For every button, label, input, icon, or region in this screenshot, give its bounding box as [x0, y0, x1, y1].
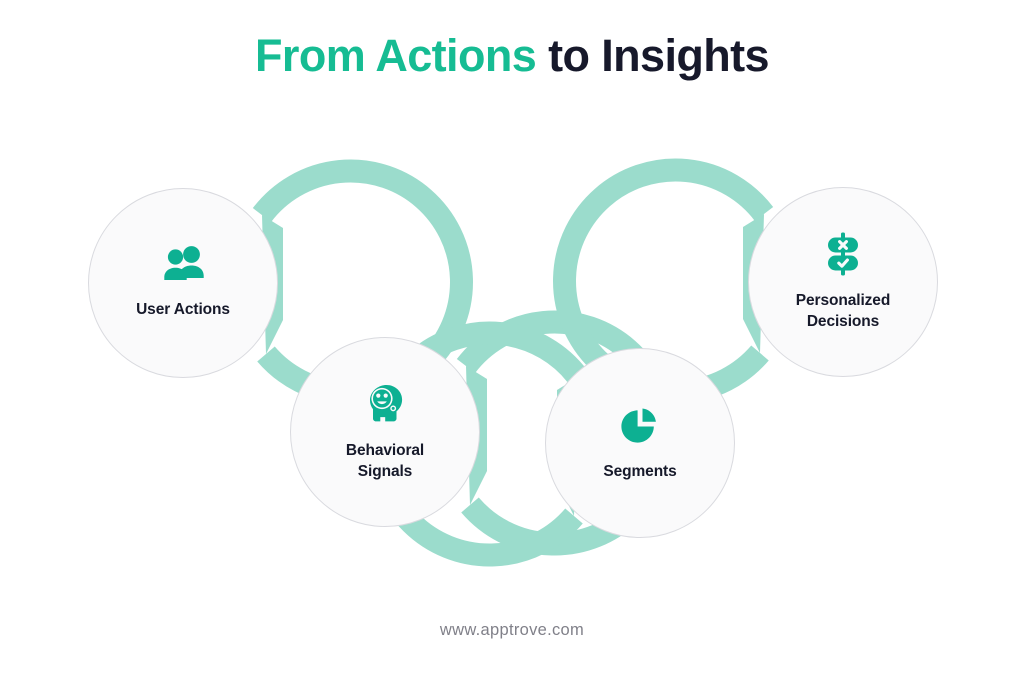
page-title-accent: From Actions	[255, 30, 537, 81]
node-personalized-decisions[interactable]: Personalized Decisions	[748, 187, 938, 377]
page-title: From Actions to Insights	[0, 30, 1024, 82]
pie-chart-icon	[618, 404, 662, 448]
head-emotion-icon	[362, 381, 408, 427]
footer-url[interactable]: www.apptrove.com	[439, 621, 585, 639]
node-segments[interactable]: Segments	[545, 348, 735, 538]
node-label-user-actions: User Actions	[136, 300, 230, 318]
decision-check-cross-icon	[821, 231, 865, 277]
node-label-behavioral-signals: Behavioral Signals	[345, 442, 425, 480]
node-behavioral-signals[interactable]: Behavioral Signals	[290, 337, 480, 527]
node-user-actions[interactable]: User Actions	[88, 188, 278, 378]
node-label-personalized-decisions: Personalized Decisions	[795, 292, 891, 330]
users-group-icon	[159, 245, 207, 286]
page-title-rest: to Insights	[536, 30, 770, 81]
node-label-segments: Segments	[603, 462, 677, 480]
